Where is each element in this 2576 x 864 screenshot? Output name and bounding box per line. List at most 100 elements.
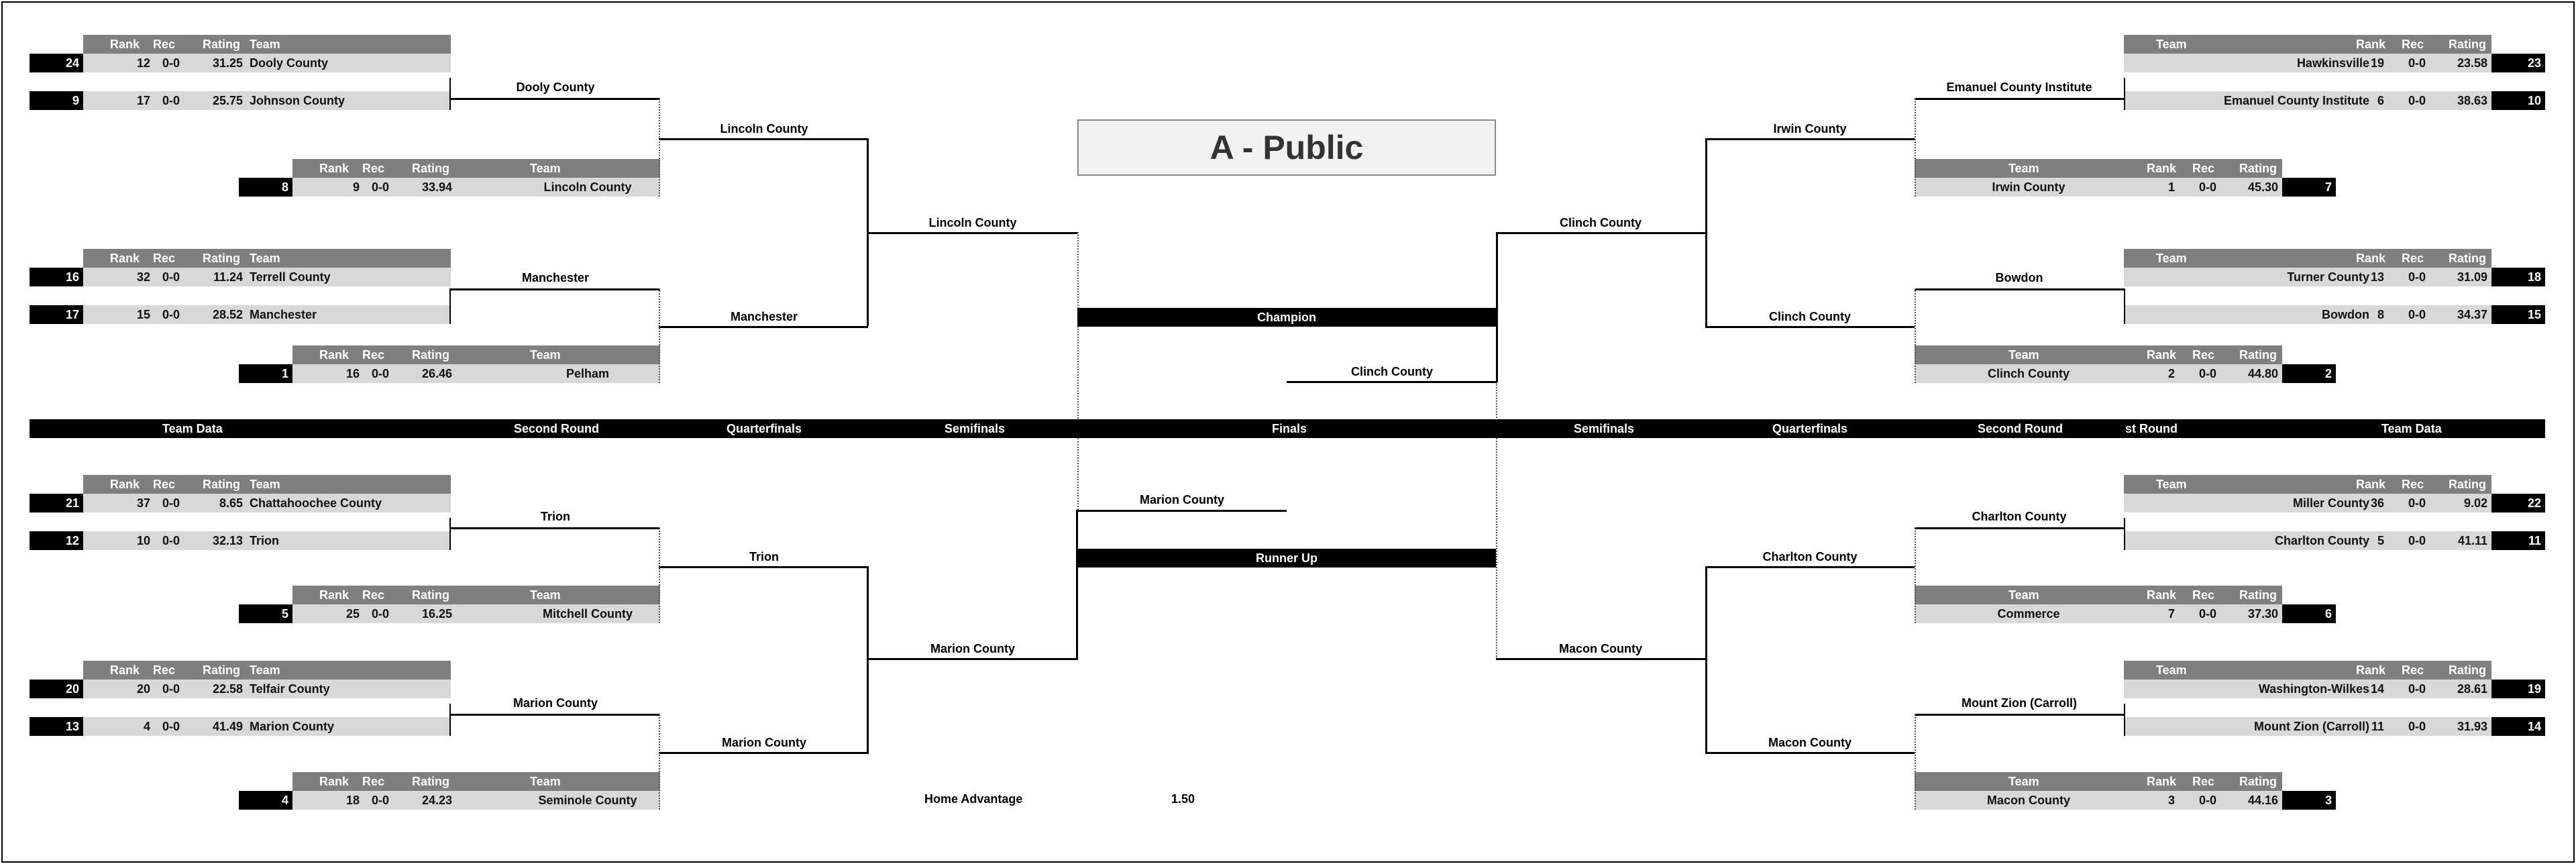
- team-record: 0-0: [371, 794, 389, 807]
- header-rec: Rec: [2192, 348, 2215, 362]
- team-row[interactable]: Miller County 36 0-0 9.02 22: [2124, 494, 2545, 512]
- header-rank: Rank: [110, 252, 140, 265]
- quarterfinal-winner: Marion County: [722, 736, 806, 749]
- page-title: A - Public: [1077, 119, 1496, 176]
- team-row[interactable]: 16 32 0-0 11.24 Terrell County: [30, 268, 451, 286]
- team-rank: 37: [136, 496, 150, 510]
- header-rec: Rec: [2192, 162, 2215, 175]
- team-row[interactable]: 24 12 0-0 31.25 Dooly County: [30, 54, 451, 72]
- team-data-header: Rank Rec Rating Team: [292, 159, 660, 178]
- header-rating: Rating: [2239, 162, 2277, 175]
- header-team: Team: [2156, 252, 2187, 265]
- team-rank: 17: [136, 94, 150, 107]
- team-row[interactable]: Turner County 13 0-0 31.09 18: [2124, 268, 2545, 286]
- team-name: Bowdon: [2322, 308, 2369, 321]
- team-record: 0-0: [2408, 682, 2426, 696]
- team-row-bg: [2124, 305, 2491, 324]
- team-row[interactable]: 9 17 0-0 25.75 Johnson County: [30, 91, 451, 110]
- team-rank: 6: [2377, 94, 2384, 107]
- team-name: Mitchell County: [543, 607, 633, 620]
- seed-number: 16: [30, 268, 83, 286]
- team-row[interactable]: 21 37 0-0 8.65 Chattahoochee County: [30, 494, 451, 512]
- team-row[interactable]: Charlton County 5 0-0 41.11 11: [2124, 531, 2545, 550]
- team-rating: 26.46: [421, 367, 452, 380]
- team-bye-box: Rank Rec Rating Team 1 16 0-0 26.46 Pelh…: [239, 345, 660, 383]
- team-row[interactable]: Commerce 7 0-0 37.30 6: [1915, 604, 2336, 623]
- team-row[interactable]: 5 25 0-0 16.25 Mitchell County: [239, 604, 660, 623]
- team-row[interactable]: 13 4 0-0 41.49 Marion County: [30, 717, 451, 736]
- team-rank: 25: [345, 607, 360, 620]
- quarterfinal-winner: Trion: [749, 550, 779, 563]
- team-row[interactable]: Hawkinsville 19 0-0 23.58 23: [2124, 54, 2545, 72]
- team-record: 0-0: [2198, 180, 2216, 194]
- header-team: Team: [530, 162, 561, 175]
- team-record: 0-0: [2198, 607, 2216, 620]
- header-team: Team: [2156, 478, 2187, 491]
- bracket-line: [449, 98, 451, 110]
- round-label-semifinals-left: Semifinals: [945, 422, 1006, 435]
- bracket-line: [2124, 98, 2125, 110]
- team-row[interactable]: 8 9 0-0 33.94 Lincoln County: [239, 178, 660, 197]
- team-rank: 2: [2167, 367, 2175, 380]
- team-rating: 31.93: [2457, 720, 2487, 733]
- seed-number: 6: [2282, 604, 2336, 623]
- team-data-header: Rank Rec Rating Team: [83, 35, 451, 54]
- seed-number: 24: [30, 54, 83, 72]
- header-rec: Rec: [153, 663, 176, 677]
- team-record: 0-0: [371, 607, 389, 620]
- team-name: Telfair County: [250, 682, 330, 696]
- team-rank: 15: [136, 308, 150, 321]
- header-rating: Rating: [2449, 38, 2486, 51]
- team-row[interactable]: 12 10 0-0 32.13 Trion: [30, 531, 451, 550]
- team-rating: 9.02: [2463, 496, 2487, 510]
- team-bye-box: Team Rank Rec Rating Commerce 7 0-0 37.3…: [1915, 586, 2336, 623]
- team-bye-box: Team Rank Rec Rating Macon County 3 0-0 …: [1915, 772, 2336, 810]
- team-name: Manchester: [250, 308, 317, 321]
- team-row[interactable]: 1 16 0-0 26.46 Pelham: [239, 364, 660, 383]
- header-rank: Rank: [110, 478, 140, 491]
- team-row[interactable]: 17 15 0-0 28.52 Manchester: [30, 305, 451, 324]
- header-team: Team: [250, 663, 280, 677]
- seed-number: 8: [239, 178, 292, 197]
- team-row[interactable]: Mount Zion (Carroll) 11 0-0 31.93 14: [2124, 717, 2545, 736]
- team-rating: 28.52: [212, 308, 243, 321]
- bracket-line: [2124, 714, 2125, 736]
- header-rating: Rating: [2449, 663, 2486, 677]
- seed-number: 21: [30, 494, 83, 512]
- seed-number: 5: [239, 604, 292, 623]
- header-rec: Rec: [362, 348, 385, 362]
- team-row[interactable]: Clinch County 2 0-0 44.80 2: [1915, 364, 2336, 383]
- header-rating: Rating: [203, 663, 240, 677]
- header-rating: Rating: [412, 588, 449, 602]
- team-pair-box: Rank Rec Rating Team 16 32 0-0 11.24 Ter…: [30, 249, 451, 324]
- semifinal-winner: Lincoln County: [928, 216, 1017, 229]
- team-rating: 31.25: [212, 56, 243, 70]
- team-row[interactable]: Bowdon 8 0-0 34.37 15: [2124, 305, 2545, 324]
- header-rec: Rec: [362, 588, 385, 602]
- semifinal-winner: Marion County: [930, 642, 1015, 655]
- team-rating: 28.61: [2457, 682, 2487, 696]
- bracket-line: [868, 658, 1077, 660]
- seed-number: 20: [30, 680, 83, 698]
- team-row[interactable]: Irwin County 1 0-0 45.30 7: [1915, 178, 2336, 197]
- team-row[interactable]: 4 18 0-0 24.23 Seminole County: [239, 791, 660, 810]
- bracket-line: [2124, 78, 2125, 98]
- team-rating: 22.58: [212, 682, 243, 696]
- team-record: 0-0: [162, 308, 180, 321]
- seed-number: 23: [2491, 54, 2545, 72]
- bracket-line: [1915, 98, 2124, 100]
- team-row-bg: [83, 494, 451, 512]
- header-rating: Rating: [203, 252, 240, 265]
- team-rating: 11.24: [213, 270, 243, 284]
- team-row[interactable]: Emanuel County Institute 6 0-0 38.63 10: [2124, 91, 2545, 110]
- team-row[interactable]: Macon County 3 0-0 44.16 3: [1915, 791, 2336, 810]
- seed-number: 3: [2282, 791, 2336, 810]
- round-label-quarterfinals-left: Quarterfinals: [727, 422, 802, 435]
- team-row[interactable]: Washington-Wilkes 14 0-0 28.61 19: [2124, 680, 2545, 698]
- team-rating: 25.75: [212, 94, 243, 107]
- team-rating: 32.13: [212, 534, 243, 547]
- team-row[interactable]: 20 20 0-0 22.58 Telfair County: [30, 680, 451, 698]
- round-label-first-round-right: st Round: [2125, 422, 2178, 435]
- team-name: Turner County: [2287, 270, 2369, 284]
- team-row-bg: [292, 178, 660, 197]
